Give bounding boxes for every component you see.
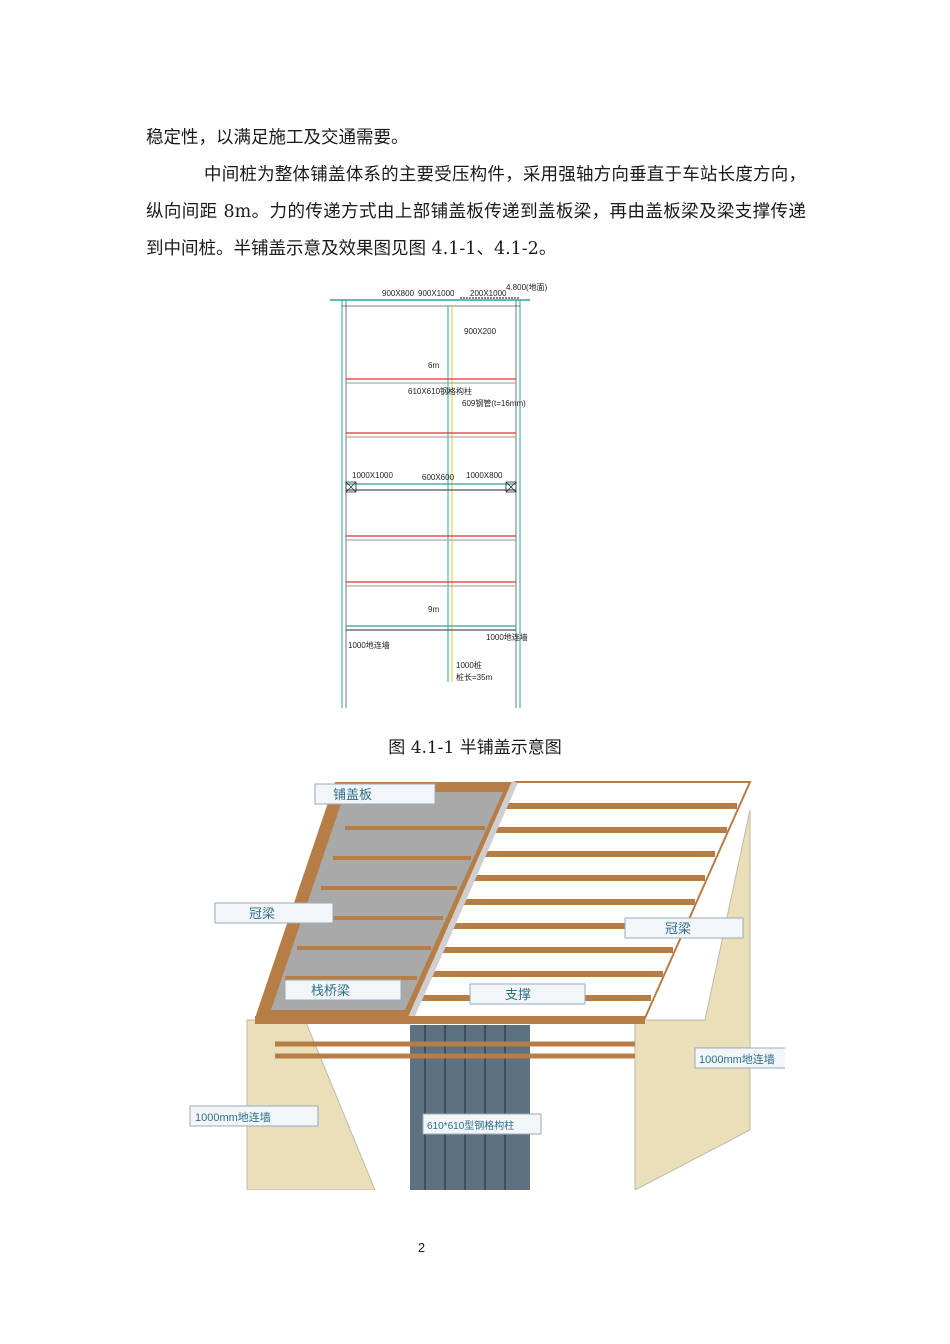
- label-waist-right: 1000X800: [466, 471, 503, 480]
- label-column-3d: 610*610型钢格构柱: [427, 1119, 514, 1132]
- paragraph-1: 稳定性，以满足施工及交通需要。: [146, 128, 409, 148]
- figure-1-caption: 图 4.1-1 半铺盖示意图: [388, 738, 562, 758]
- label-steel-spec: 609钢管(t=16mm): [462, 398, 526, 408]
- label-pile-dia: 1000桩: [456, 660, 482, 670]
- label-crown-beam-left: 冠梁: [249, 906, 275, 921]
- label-elevation: 4.800(地面): [506, 282, 548, 292]
- paragraph-2: 中间桩为整体铺盖体系的主要受压构件，采用强轴方向垂直于车站长度方向，纵向间距 8…: [146, 165, 806, 259]
- page-number: 2: [417, 1240, 426, 1255]
- label-depth-top: 6m: [428, 361, 439, 370]
- label-crown-beam-right: 冠梁: [665, 921, 691, 936]
- half-cover-section-drawing: 900X800 900X1000 200X1000 4.800(地面) 900X…: [330, 282, 548, 708]
- label-wall-right-3d: 1000mm地连墙: [699, 1052, 775, 1066]
- label-deck-slab: 铺盖板: [333, 787, 372, 802]
- label-cap-size: 900X200: [464, 327, 497, 336]
- label-strut: 支撑: [505, 987, 531, 1002]
- label-pile-section: 610X610钢格构柱: [408, 386, 472, 396]
- label-trestle-beam: 栈桥梁: [311, 983, 350, 998]
- label-waist-left: 1000X1000: [352, 471, 393, 480]
- label-top-left: 900X800: [382, 289, 415, 298]
- label-waist-mid: 600X600: [422, 473, 455, 482]
- label-depth-bottom: 9m: [428, 605, 439, 614]
- label-pile-len: 桩长=35m: [456, 672, 493, 682]
- label-wall-left: 1000地连墙: [348, 640, 390, 650]
- label-top-right: 200X1000: [470, 289, 507, 298]
- label-top-mid: 900X1000: [418, 289, 455, 298]
- half-cover-3d-rendering: 铺盖板 冠梁 冠梁 栈桥梁 支撑 1000mm地连墙 1000mm地连墙 610…: [189, 780, 785, 1190]
- label-wall-right: 1000地连墙: [486, 632, 528, 642]
- label-wall-left-3d: 1000mm地连墙: [195, 1110, 271, 1124]
